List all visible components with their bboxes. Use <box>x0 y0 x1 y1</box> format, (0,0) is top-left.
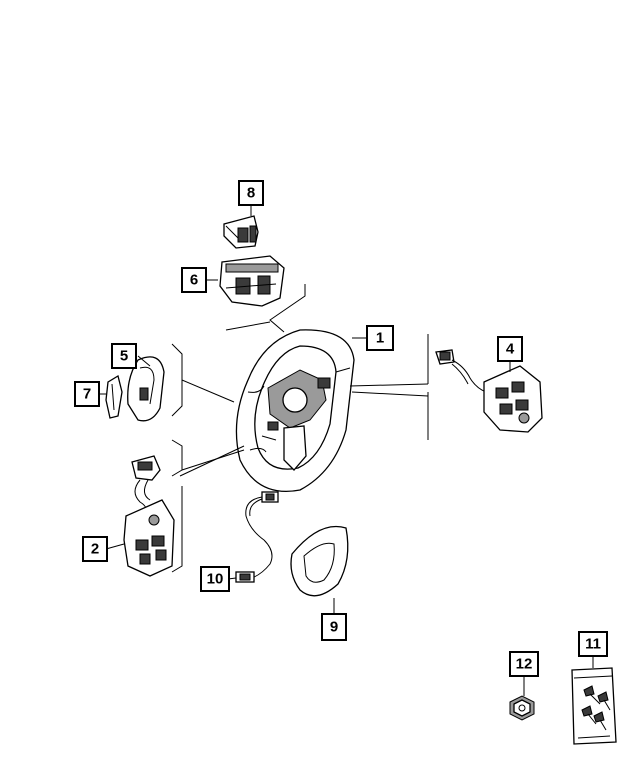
callout-7: 7 <box>74 381 100 407</box>
callout-12: 12 <box>509 651 539 677</box>
part-paddle-switch-module <box>219 255 285 307</box>
callout-9-label: 9 <box>330 619 338 636</box>
callout-2-label: 2 <box>91 541 99 558</box>
callout-11: 11 <box>578 631 608 657</box>
callout-5: 5 <box>111 343 137 369</box>
part-nut <box>509 695 535 721</box>
callout-6: 6 <box>181 267 207 293</box>
callout-6-label: 6 <box>190 272 198 289</box>
callout-1: 1 <box>366 325 394 351</box>
callout-2: 2 <box>82 536 108 562</box>
part-small-switch <box>223 215 259 249</box>
callout-11-label: 11 <box>585 636 601 653</box>
callout-5-label: 5 <box>120 348 128 365</box>
callout-7-label: 7 <box>83 386 91 403</box>
callout-10: 10 <box>200 566 230 592</box>
callout-4-label: 4 <box>506 341 515 358</box>
part-wiring-harness <box>235 491 279 583</box>
callout-9: 9 <box>321 613 347 641</box>
callout-12-label: 12 <box>516 656 533 673</box>
part-left-switch-assembly <box>123 455 175 577</box>
part-screw-package <box>571 667 617 745</box>
callout-8: 8 <box>238 180 264 206</box>
callout-4: 4 <box>497 336 523 362</box>
callout-3: 3 <box>0 0 4 9</box>
callout-8-label: 8 <box>247 185 255 202</box>
part-steering-wheel <box>235 329 355 492</box>
part-lower-trim-cover <box>290 525 349 597</box>
callout-1-label: 1 <box>376 330 384 347</box>
part-left-trim-bezel <box>127 356 165 422</box>
callout-10-label: 10 <box>207 571 224 588</box>
part-right-switch-assembly <box>435 349 543 433</box>
part-paddle-shifter <box>105 374 123 419</box>
